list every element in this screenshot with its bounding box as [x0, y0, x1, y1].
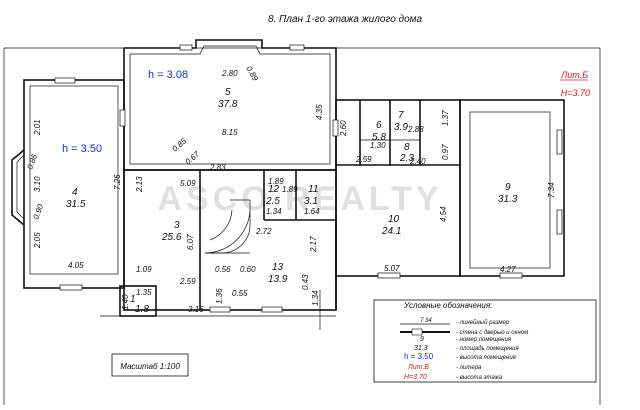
- legend-text: - линейный размер: [456, 319, 510, 326]
- dimension: 2.80: [221, 69, 238, 78]
- dimension: 1.09: [136, 265, 152, 274]
- room-area-10: 24.1: [381, 226, 401, 237]
- dimension: 2.05: [33, 232, 42, 249]
- dimension: 1.89: [282, 185, 298, 194]
- legend-sample-dimension: 7.34: [420, 318, 432, 324]
- dimension: 2.60: [339, 120, 348, 137]
- dimension: 6.07: [186, 234, 195, 250]
- dimension: 2.17: [309, 236, 318, 253]
- legend-text: - номер помещения: [456, 337, 512, 343]
- room-area-9: 31.3: [498, 194, 518, 205]
- room-number-3: 3: [174, 220, 180, 231]
- dimension: 2.01: [33, 119, 42, 136]
- dimension: 5.09: [180, 179, 196, 188]
- dimension-labels: 2.80 0.89 4.35 8.15 0.85 0.67 2.83 2.01 …: [25, 65, 556, 315]
- dimension: 1.64: [304, 207, 320, 216]
- legend: Условные обозначения: 7.34 - линейный ра…: [373, 299, 597, 383]
- spiral-staircase: [204, 199, 251, 254]
- height-mark-room-5: h = 3.08: [148, 69, 188, 81]
- dimension: 7.26: [113, 174, 122, 190]
- legend-sample-floor-height: H=3.70: [404, 374, 427, 381]
- dimension: 0.43: [301, 274, 310, 290]
- dimension: 1.37: [441, 110, 450, 126]
- dimension: 0.97: [441, 144, 450, 160]
- legend-text: - высота помещения: [456, 355, 517, 361]
- room-number-13: 13: [272, 262, 284, 273]
- room-area-7: 3.9: [394, 122, 408, 133]
- legend-title: Условные обозначения:: [403, 301, 492, 310]
- dimension: 2.88: [407, 125, 424, 134]
- room-area-8: 2.3: [399, 153, 414, 164]
- height-mark-room-4: h = 3.50: [62, 143, 102, 155]
- room-area-6: 5.8: [372, 132, 386, 143]
- dimension: 4.35: [315, 104, 324, 120]
- dimension: 8.15: [222, 128, 238, 137]
- legend-text: - площадь помещения: [456, 346, 520, 352]
- dimension: 0.90: [31, 202, 45, 220]
- dimension: 0.55: [232, 289, 248, 298]
- dimension: 1.34: [266, 207, 282, 216]
- dimension: 2.72: [255, 227, 272, 236]
- dimension: 0.60: [240, 265, 256, 274]
- dimension: 1.36: [215, 288, 224, 304]
- room-labels: 1 1.8 3 25.6 4 31.5 5 37.8 6 5.8 7 3.9 8…: [66, 87, 518, 315]
- legend-sample-height: h = 3.50: [404, 352, 434, 361]
- room-number-5: 5: [225, 87, 231, 98]
- room-area-4: 31.5: [66, 199, 86, 210]
- dimension: 2.13: [135, 176, 144, 193]
- dimension: 1.35: [136, 288, 152, 297]
- room-number-9: 9: [505, 182, 511, 193]
- room-area-13: 13.9: [268, 274, 288, 285]
- scale-label: Масштаб 1:100: [120, 362, 180, 371]
- legend-sample-room-area: 31.3: [414, 345, 428, 352]
- room-number-12: 12: [268, 184, 280, 195]
- watermark: ASCO REALTY: [157, 180, 442, 218]
- scale-box: Масштаб 1:100: [111, 353, 189, 377]
- dimension: 1.40: [121, 294, 130, 310]
- dimension: 2.40: [409, 157, 426, 166]
- room-area-5: 37.8: [218, 99, 238, 110]
- dimension: 2.83: [209, 163, 226, 172]
- dimension: 1.30: [370, 141, 386, 150]
- room-area-12: 2.5: [265, 196, 280, 207]
- legend-text: - высота этажа: [456, 375, 503, 381]
- dimension: 1.89: [268, 177, 284, 186]
- dimension: 0.86: [25, 152, 39, 170]
- dimension: 0.56: [215, 265, 231, 274]
- legend-text: - стена с дверью и окном: [456, 330, 528, 336]
- dimension: 2.59: [179, 277, 196, 286]
- room-number-11: 11: [308, 184, 318, 195]
- dimension: 3.10: [33, 176, 42, 192]
- legend-sample-room-number: 9: [420, 336, 424, 343]
- room-area-1: 1.8: [135, 304, 149, 315]
- room-area-11: 3.1: [304, 196, 318, 207]
- dimension: 2.59: [355, 155, 372, 164]
- legend-text: - литера: [456, 365, 482, 371]
- liter-name: Лит.Б: [560, 70, 588, 80]
- room-number-6: 6: [376, 120, 382, 131]
- liter-height: H=3.70: [561, 88, 590, 98]
- room-number-4: 4: [72, 187, 78, 198]
- room-number-7: 7: [398, 110, 404, 121]
- dimension: 1.34: [311, 290, 320, 306]
- room-number-1: 1: [130, 294, 136, 305]
- dimension: 4.05: [68, 261, 84, 270]
- room-area-3: 25.6: [161, 232, 182, 243]
- dimension: 4.54: [439, 206, 448, 222]
- room-number-8: 8: [404, 142, 410, 153]
- dimension: 0.89: [244, 65, 260, 83]
- room-number-10: 10: [388, 214, 400, 225]
- dimension: 3.16: [188, 305, 204, 314]
- dimension: 5.07: [384, 264, 400, 273]
- legend-sample-liter: Лит.Б: [407, 364, 429, 371]
- drawing-title: 8. План 1-го этажа жилого дома: [268, 14, 423, 25]
- dimension: 4.27: [500, 265, 516, 274]
- dimension: 7.34: [547, 182, 556, 198]
- dimension: 0.85: [171, 136, 189, 153]
- windows: [54, 44, 563, 313]
